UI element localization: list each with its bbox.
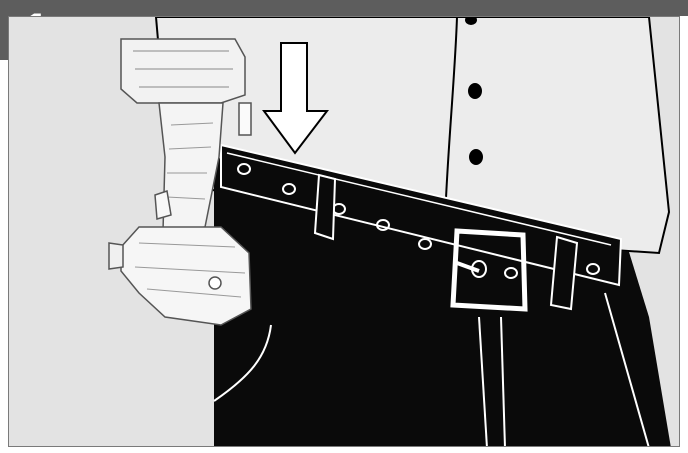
- tool-led: [209, 277, 221, 289]
- illustration-panel: [8, 16, 680, 447]
- tool-belt-clip: [239, 103, 251, 135]
- belt-loop-left: [315, 175, 335, 239]
- header-bar: [0, 0, 688, 16]
- belt-clip-illustration: [9, 17, 680, 447]
- tool-chuck: [109, 243, 123, 269]
- shirt-button-2: [468, 83, 482, 99]
- shirt-button-3: [469, 149, 483, 165]
- tool-battery-pack: [121, 39, 245, 103]
